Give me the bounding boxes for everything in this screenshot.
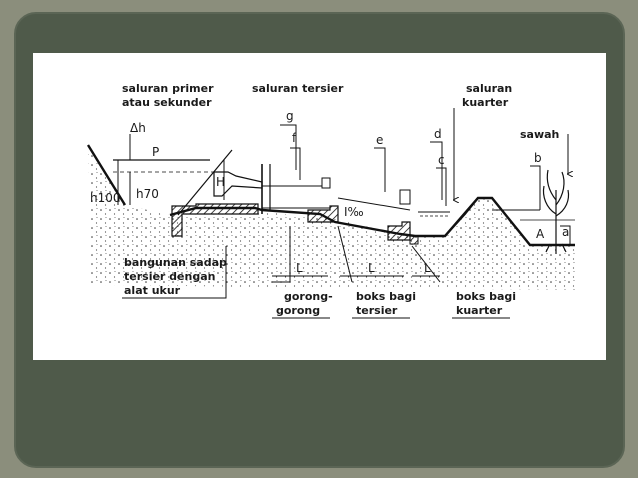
a-dimension <box>560 225 571 244</box>
label-boks-kuarter-1: boks bagi <box>456 290 516 303</box>
g-leader <box>280 124 297 170</box>
label-boks-tersier-1: boks bagi <box>356 290 416 303</box>
symbol-H: H <box>216 175 225 189</box>
symbol-h70: h70 <box>136 187 159 201</box>
label-sawah: sawah <box>520 128 559 141</box>
label-saluran-tersier: saluran tersier <box>252 82 344 95</box>
symbol-delta-h: Δh <box>130 121 146 135</box>
tertiary-slope-water <box>337 197 411 211</box>
quaternary-division-box <box>409 235 419 245</box>
gorong-leader <box>272 226 291 283</box>
tertiary-box-gate <box>399 189 411 205</box>
rice-plant-icon <box>542 169 570 254</box>
b-leader <box>530 165 541 210</box>
label-boks-kuarter-2: kuarter <box>456 304 503 317</box>
intake-structure <box>171 203 259 237</box>
symbol-L2: L <box>368 261 375 275</box>
label-gorong-1: gorong- <box>284 290 333 303</box>
symbol-h100: h100 <box>90 191 121 205</box>
symbol-A: A <box>536 227 545 241</box>
label-bangunan-3: alat ukur <box>124 284 181 297</box>
symbol-e: e <box>376 133 383 147</box>
culvert-gate <box>321 177 331 189</box>
slope-line <box>177 149 233 216</box>
f-leader <box>290 147 301 180</box>
label-saluran-kuarter-2: kuarter <box>462 96 509 109</box>
label-bangunan-2: tersier dengan <box>124 270 215 283</box>
boks-tersier-leader <box>337 225 353 283</box>
symbol-c: c <box>438 153 445 167</box>
label-gorong-2: gorong <box>276 304 320 317</box>
label-atau-sekunder: atau sekunder <box>122 96 212 109</box>
symbol-a: a <box>562 225 569 239</box>
label-saluran-kuarter-1: saluran <box>466 82 512 95</box>
symbol-b: b <box>534 151 542 165</box>
embankment-right <box>444 197 479 237</box>
label-bangunan-1: bangunan sadap <box>124 256 227 269</box>
symbol-g: g <box>286 109 294 123</box>
soil-fill <box>88 145 575 290</box>
symbol-slope: I‰ <box>344 205 364 219</box>
symbol-L3: L <box>424 261 431 275</box>
label-saluran-primer: saluran primer <box>122 82 214 95</box>
culvert <box>307 205 339 223</box>
d-leader <box>430 141 443 200</box>
symbol-P: P <box>152 145 159 159</box>
bangunan-leader <box>122 246 227 299</box>
symbol-L1: L <box>296 261 303 275</box>
label-boks-tersier-2: tersier <box>356 304 398 317</box>
c-leader <box>436 167 447 206</box>
e-leader <box>374 147 386 192</box>
symbol-f: f <box>292 131 297 145</box>
tertiary-division-box <box>387 221 411 241</box>
symbol-d: d <box>434 127 442 141</box>
